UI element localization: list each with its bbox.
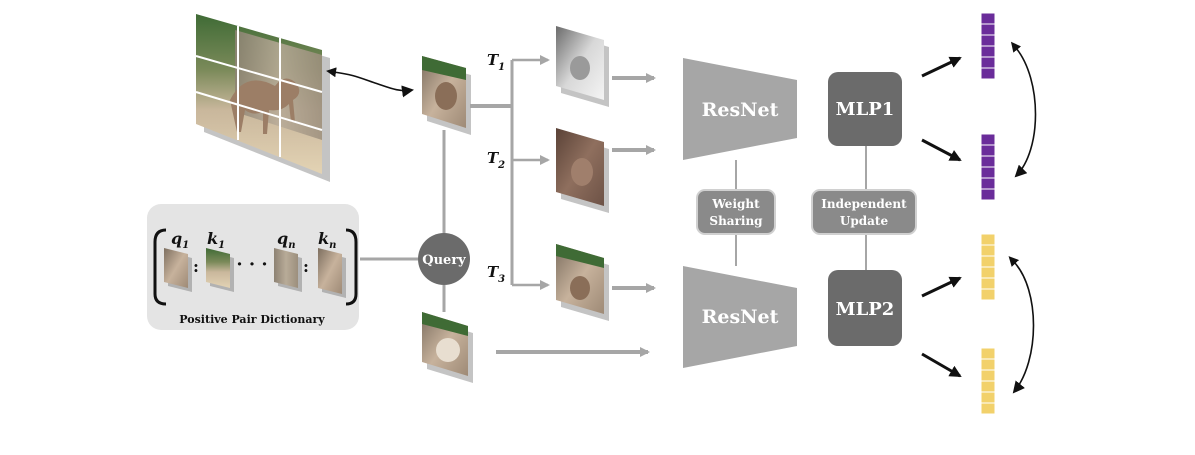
resnet-encoder-bottom <box>683 266 797 368</box>
dict-kn-label: kn <box>318 229 336 251</box>
augmented-view-3 <box>556 244 609 321</box>
mlp2-to-embed3-arrow <box>921 276 962 298</box>
crop-image <box>422 56 471 135</box>
augmented-view-2 <box>556 128 609 213</box>
embedding-purple-1 <box>980 12 996 80</box>
transform-label-t3: T3 <box>487 263 505 285</box>
transform-branch <box>510 55 550 290</box>
weight-sharing-box: Weight Sharing <box>696 189 776 235</box>
positive-pair-dictionary: q1 : k1 · · · qn : kn Positive Pair Dict… <box>147 204 359 330</box>
augmented-view-1 <box>556 26 609 107</box>
svg-text:MLP2: MLP2 <box>836 299 895 320</box>
query-result-image <box>422 312 473 383</box>
independent-update-box: Independent Update <box>811 189 917 235</box>
resnet-label-top: ResNet <box>702 99 779 121</box>
dict-qn-label: qn <box>277 229 295 251</box>
mlp2-to-embed4-arrow <box>921 352 962 378</box>
source-image <box>195 14 330 182</box>
resnet-label-bottom: ResNet <box>702 306 779 328</box>
mlp2-head: MLP2 <box>828 270 902 346</box>
svg-text:Weight: Weight <box>711 197 760 211</box>
embedding-yellow-2 <box>980 347 996 415</box>
svg-text:MLP1: MLP1 <box>836 99 895 120</box>
embedding-yellow-1 <box>980 233 996 301</box>
embedding-purple-2 <box>980 133 996 201</box>
resnet-encoder-top <box>683 58 797 160</box>
dict-q1-image <box>164 248 192 292</box>
dict-ellipsis: · · · <box>236 254 267 275</box>
yellow-pair-arrow <box>1008 256 1035 394</box>
svg-text:Sharing: Sharing <box>709 214 763 228</box>
correspondence-arrow <box>326 67 414 98</box>
svg-text::: : <box>303 257 309 276</box>
svg-text:Query: Query <box>422 253 466 268</box>
transform-label-t1: T1 <box>487 51 505 73</box>
svg-text:Update: Update <box>840 214 889 228</box>
transform-label-t2: T2 <box>487 149 505 171</box>
mlp1-head: MLP1 <box>828 72 902 146</box>
dict-qn-image <box>274 248 302 292</box>
dictionary-caption: Positive Pair Dictionary <box>179 313 325 326</box>
purple-pair-arrow <box>1010 41 1037 178</box>
svg-text:Independent: Independent <box>821 197 907 211</box>
svg-text::: : <box>193 257 199 276</box>
dict-q1-label: q1 <box>171 229 189 251</box>
query-node: Query <box>418 233 470 285</box>
dict-k1-label: k1 <box>207 229 225 251</box>
mlp1-to-embed2-arrow <box>921 138 962 162</box>
mlp1-to-embed1-arrow <box>921 56 962 78</box>
dict-kn-image <box>318 248 346 298</box>
dict-k1-image <box>206 248 234 292</box>
